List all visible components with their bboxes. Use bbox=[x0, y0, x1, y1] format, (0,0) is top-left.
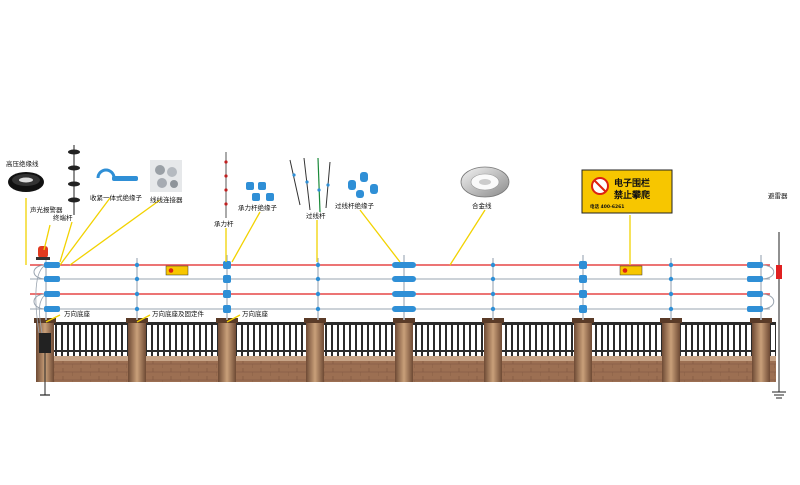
line-pole-picture bbox=[289, 157, 331, 213]
line-insulator-picture bbox=[348, 172, 378, 198]
leader-lines bbox=[25, 197, 631, 323]
alarm-light-icon bbox=[36, 246, 50, 260]
fence-warning-signs bbox=[165, 265, 643, 276]
wall-pier bbox=[128, 322, 146, 382]
label-terminal-pole: 终端杆 bbox=[53, 213, 73, 222]
wall-pier bbox=[395, 322, 413, 382]
label-universal-base: 万向底座 bbox=[242, 309, 269, 318]
pole-insulators bbox=[44, 261, 763, 313]
label-tighten-insulator: 收紧一体式绝缘子 bbox=[90, 193, 143, 202]
bearing-insulator-set bbox=[223, 261, 587, 313]
label-line-insulator: 过线杆绝缘子 bbox=[335, 201, 375, 210]
label-hv-cable: 高压绝缘线 bbox=[6, 159, 39, 168]
controller-box bbox=[39, 333, 51, 353]
terminal-pole-picture bbox=[68, 145, 80, 215]
line-insulator-set bbox=[134, 262, 674, 312]
wall-pier bbox=[662, 322, 680, 382]
bearing-pole-picture bbox=[224, 152, 228, 218]
fence-wall bbox=[34, 318, 776, 396]
label-alloy-wire: 合金线 bbox=[472, 201, 492, 210]
sign-phone: 电话 400-6261 bbox=[590, 203, 624, 210]
bearing-insulator-picture bbox=[246, 182, 274, 201]
wall-pier bbox=[574, 322, 592, 382]
label-universal-base: 万向底座 bbox=[64, 309, 91, 318]
label-bearing-insulator: 承力杆绝缘子 bbox=[238, 203, 278, 212]
label-wire-connector: 线线连接器 bbox=[150, 195, 183, 204]
wall-pier bbox=[218, 322, 236, 382]
alloy-wire-spool-icon bbox=[460, 166, 510, 198]
lightning-arrester-icon bbox=[772, 232, 786, 399]
wall-pier bbox=[306, 322, 324, 382]
tighten-insulator-set bbox=[392, 262, 416, 312]
wall-piers bbox=[34, 318, 772, 382]
sign-title-line1: 电子围栏 bbox=[614, 177, 650, 189]
label-line-pole: 过线杆 bbox=[306, 211, 326, 220]
hv-cable-coil-icon bbox=[8, 172, 44, 192]
label-alarm: 声光报警器 bbox=[30, 205, 63, 214]
wall-pier bbox=[752, 322, 770, 382]
warning-sign-board bbox=[581, 169, 673, 214]
label-lightning-arrester: 避雷器 bbox=[768, 191, 788, 200]
wall-pier bbox=[484, 322, 502, 382]
sign-title-line2: 禁止攀爬 bbox=[614, 189, 651, 201]
label-universal-base-fixing: 万向底座及固定件 bbox=[152, 309, 205, 318]
tighten-insulator-picture bbox=[96, 168, 138, 181]
wire-connector-picture bbox=[150, 160, 182, 192]
label-bearing-pole: 承力杆 bbox=[214, 219, 234, 228]
